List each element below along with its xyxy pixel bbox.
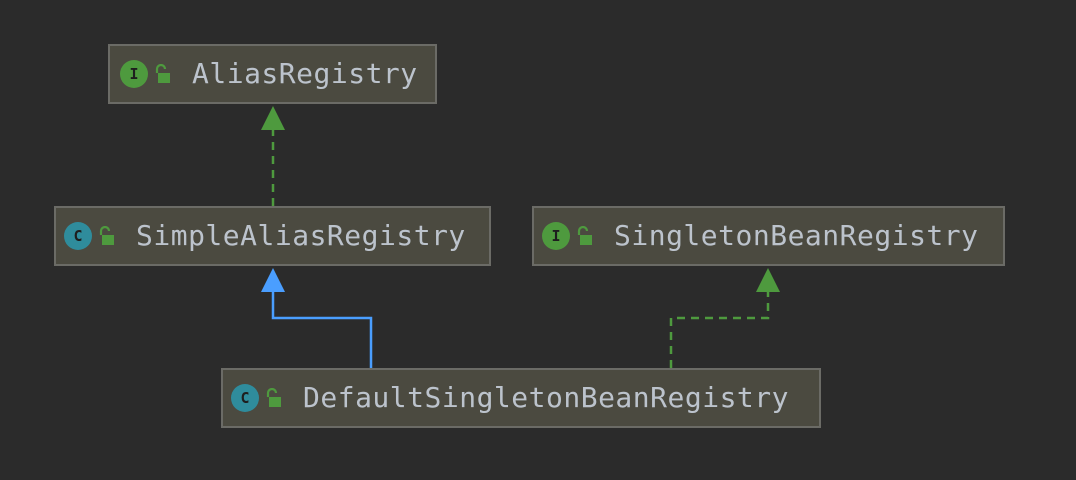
interface-icon: I (542, 222, 570, 250)
unlocked-padlock-icon (155, 64, 170, 83)
node-singleton-bean-registry[interactable]: I SingletonBeanRegistry (532, 206, 1005, 266)
arrowhead-extends (261, 268, 285, 292)
node-name: SimpleAliasRegistry (136, 219, 466, 252)
interface-icon: I (120, 60, 148, 88)
edge-default-singleton-to-simple-alias (261, 268, 373, 368)
node-name: DefaultSingletonBeanRegistry (303, 381, 790, 414)
class-icon: C (231, 384, 259, 412)
arrowhead-implements (756, 268, 780, 292)
node-name: AliasRegistry (192, 57, 418, 90)
node-name: SingletonBeanRegistry (614, 219, 979, 252)
arrowhead-implements (261, 106, 285, 130)
edge-default-singleton-to-singleton-bean (669, 268, 780, 368)
unlocked-padlock-icon (266, 388, 281, 407)
node-simple-alias-registry[interactable]: C SimpleAliasRegistry (54, 206, 491, 266)
class-icon: C (64, 222, 92, 250)
unlocked-padlock-icon (99, 226, 114, 245)
unlocked-padlock-icon (577, 226, 592, 245)
node-default-singleton-bean-registry[interactable]: C DefaultSingletonBeanRegistry (221, 368, 821, 428)
node-alias-registry[interactable]: I AliasRegistry (108, 44, 437, 104)
edge-simple-alias-to-alias-registry (261, 106, 285, 206)
